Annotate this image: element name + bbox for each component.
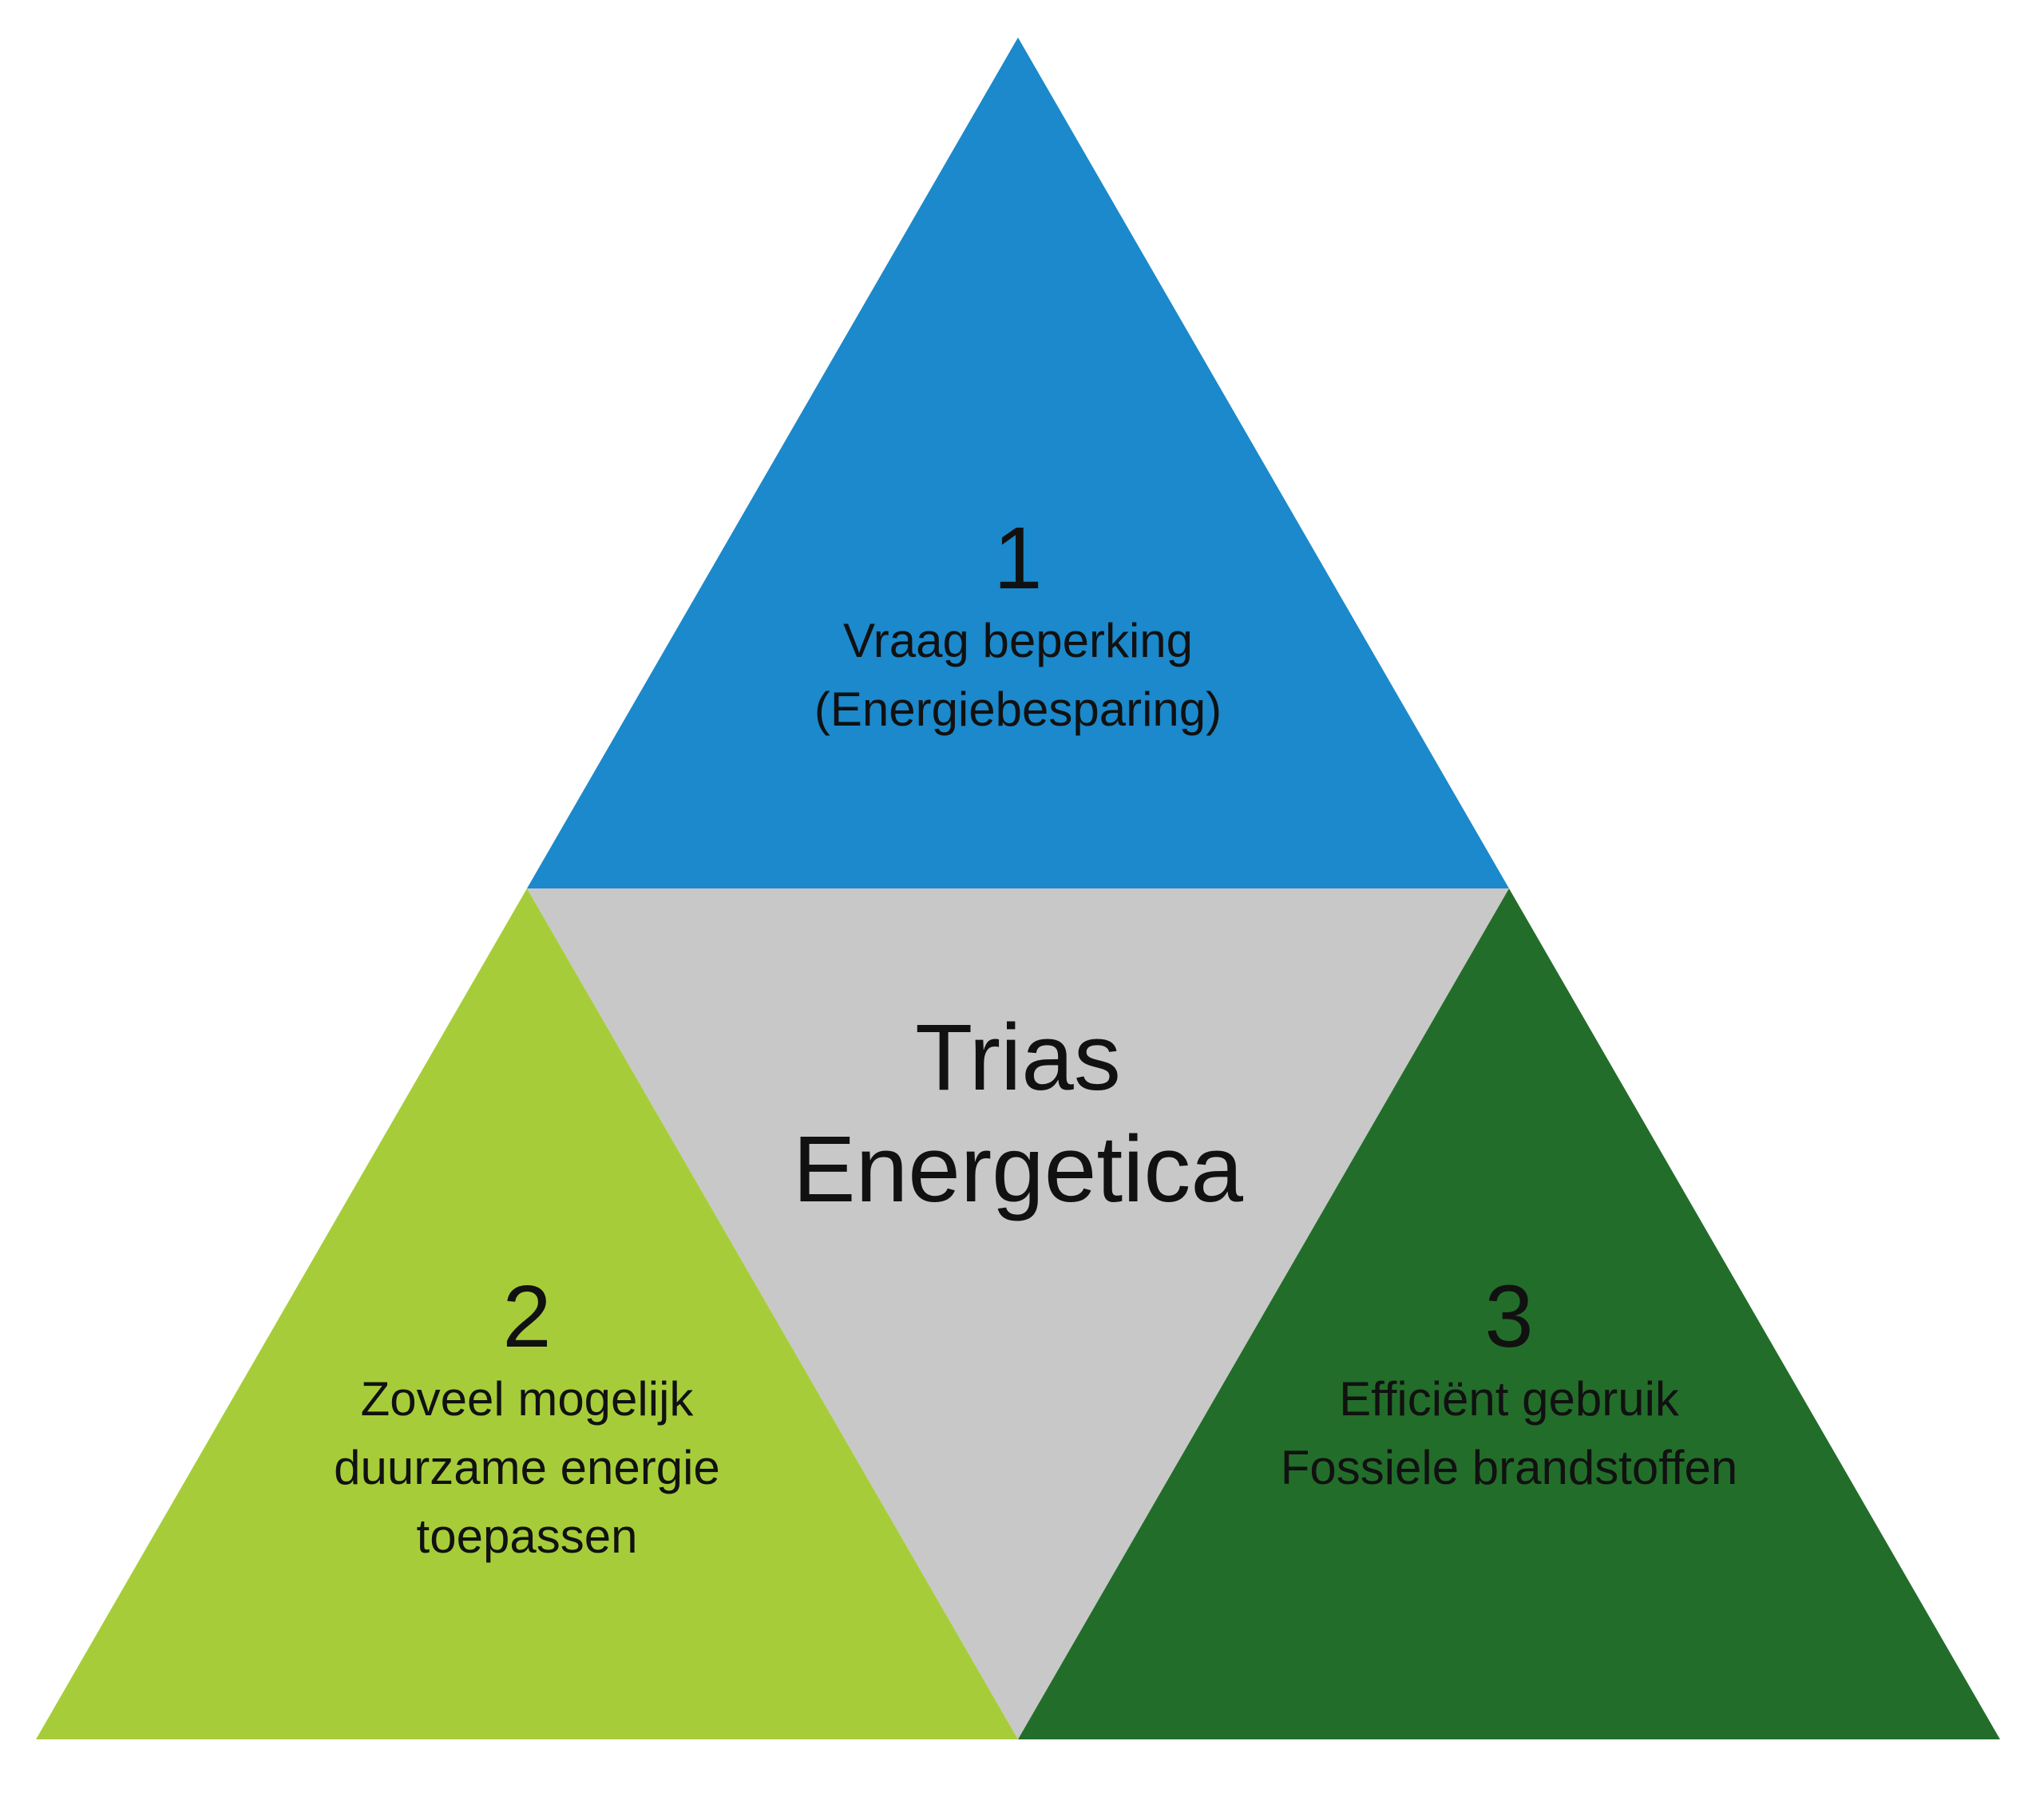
section-3-label: 3 Efficiënt gebruik Fossiele brandstoffe… <box>1190 1269 1828 1502</box>
triangle-center-section <box>527 888 1509 1739</box>
triangle-right-section-3 <box>1018 888 2000 1739</box>
section-3-number: 3 <box>1484 1268 1534 1366</box>
section-3-line-2: Fossiele brandstoffen <box>1280 1441 1738 1494</box>
center-title-line-2: Energetica <box>792 1117 1244 1222</box>
section-2-label: 2 Zoveel mogelijk duurzame energie toepa… <box>208 1269 846 1571</box>
center-title-line-1: Trias <box>915 1005 1121 1110</box>
section-2-line-3: toepassen <box>416 1509 638 1563</box>
section-1-label: 1 Vraag beperking (Energiebesparing) <box>699 511 1337 744</box>
center-title: Trias Energetica <box>699 1002 1337 1225</box>
section-1-line-2: (Energiebesparing) <box>814 682 1222 736</box>
section-2-number: 2 <box>502 1268 552 1366</box>
triangle-left-section-2 <box>36 888 1018 1739</box>
section-2-line-1: Zoveel mogelijk <box>360 1372 694 1426</box>
section-1-number: 1 <box>993 509 1043 607</box>
section-2-line-2: duurzame energie <box>334 1441 720 1494</box>
triangle-top-section-1 <box>527 38 1509 888</box>
section-1-line-1: Vraag beperking <box>842 614 1194 667</box>
section-3-line-1: Efficiënt gebruik <box>1339 1372 1679 1426</box>
